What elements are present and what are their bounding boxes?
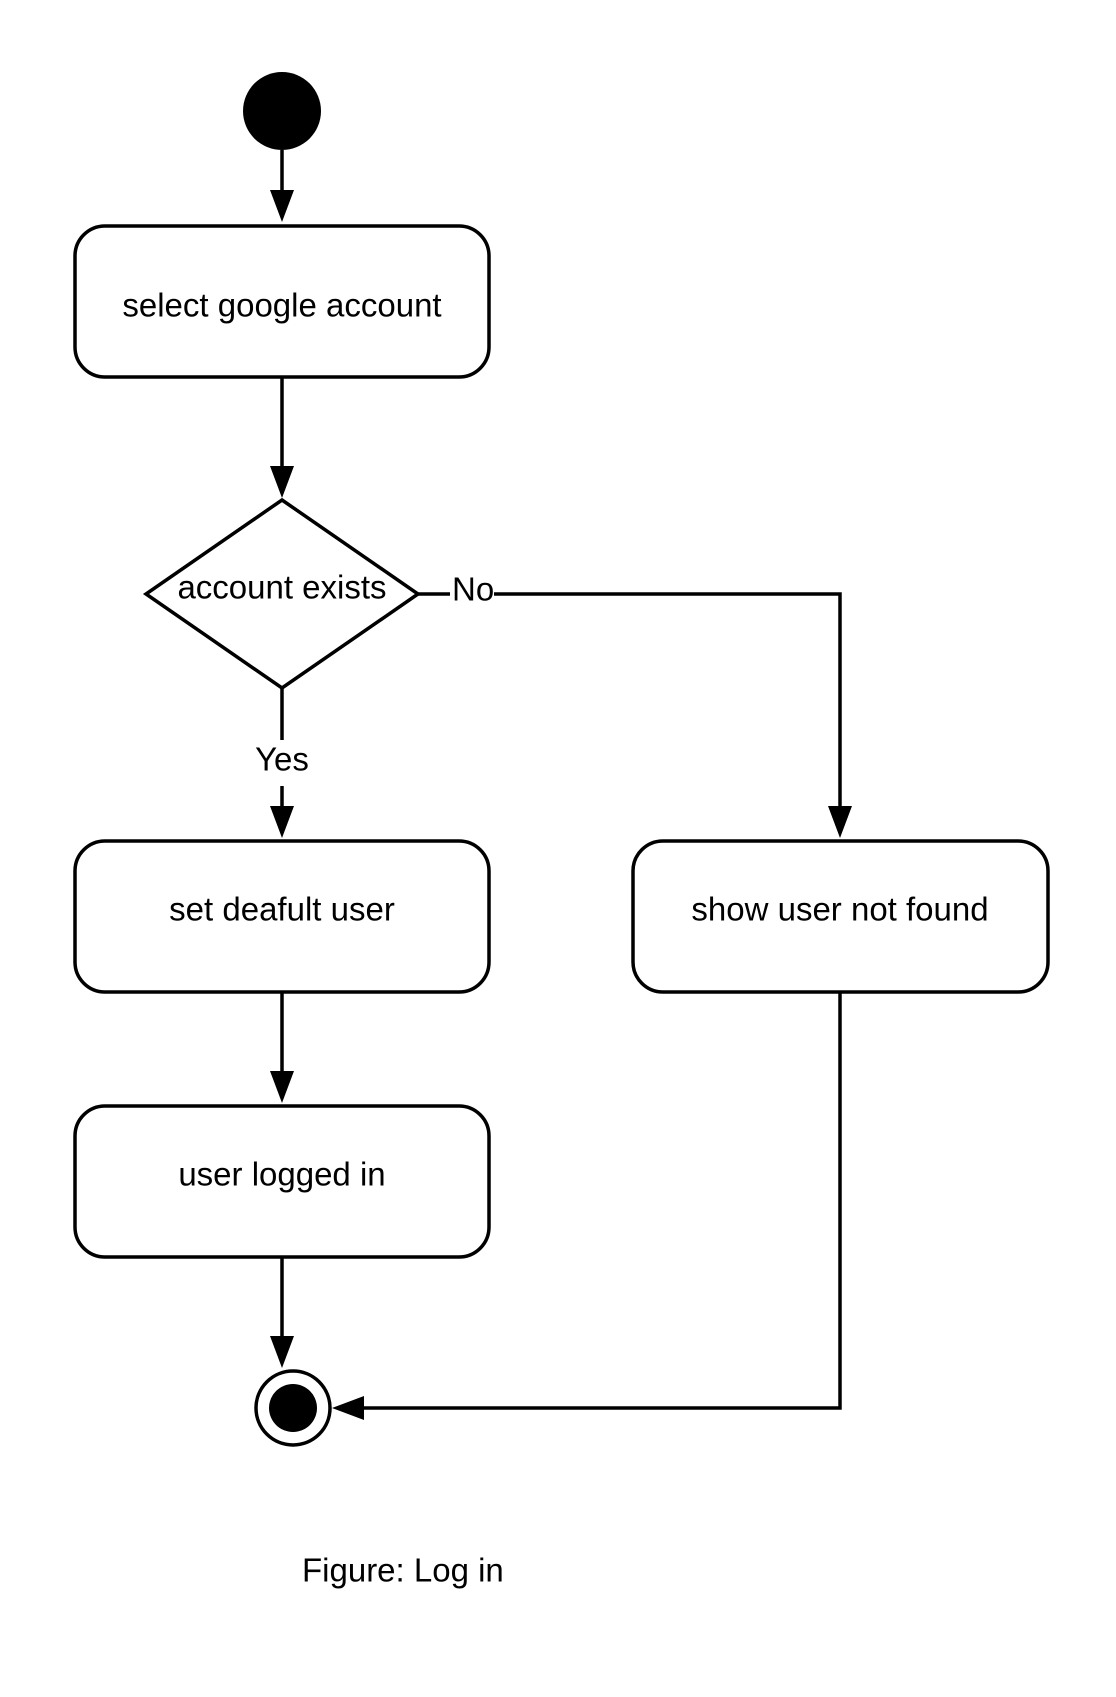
activity-label: user logged in [178,1156,385,1193]
activity-label: set deafult user [169,891,395,928]
decision-label: account exists [177,569,386,606]
activity-show-user-not-found: show user not found [631,839,1050,994]
edge-start-to-select [270,150,294,222]
figure-caption: Figure: Log in [302,1552,504,1589]
activity-label: show user not found [691,891,988,928]
activity-label: select google account [122,287,441,324]
edge-default-to-logged-in [270,992,294,1103]
final-node [254,1369,332,1447]
edge-not-found-to-final [332,992,842,1420]
edge-label-yes: Yes [255,741,309,778]
edge-logged-in-to-final [270,1257,294,1368]
decision-account-exists: account exists [142,497,422,691]
edge-yes-branch: Yes [255,688,309,838]
activity-set-default-user: set deafult user [73,839,491,994]
activity-select-google-account: select google account [73,224,491,379]
initial-node [243,72,321,150]
edge-select-to-decision [270,377,294,498]
activity-user-logged-in: user logged in [73,1104,491,1259]
edge-no-branch: No [418,571,852,838]
edge-label-no: No [452,571,494,608]
